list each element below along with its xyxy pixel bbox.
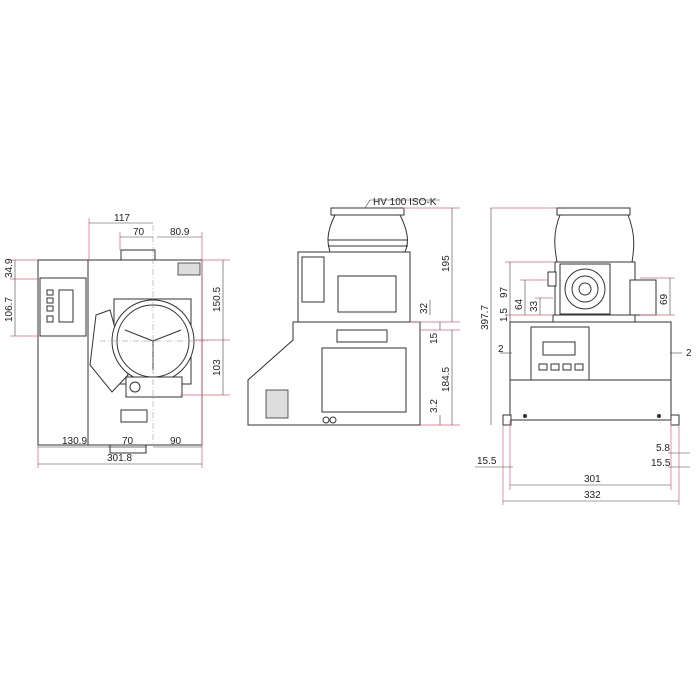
- dim-70-bottom: 70: [122, 436, 134, 447]
- power-switch: [265, 389, 289, 419]
- dim-2-left: 2: [498, 344, 504, 355]
- label-plate: [177, 262, 201, 276]
- dim-34-9: 34.9: [4, 258, 15, 278]
- cooling-fan: [559, 263, 611, 315]
- front-view: 117 70 80.9 34.9 106.7 150.5 103 130.9 7…: [4, 213, 230, 468]
- flange-label: HV 100 ISO-K: [373, 197, 437, 208]
- dim-32: 32: [419, 302, 430, 314]
- dim-332: 332: [584, 490, 601, 501]
- dim-106-7: 106.7: [4, 297, 15, 322]
- dim-80-9: 80.9: [170, 227, 190, 238]
- dim-33: 33: [529, 300, 540, 312]
- side-view: HV 100 ISO-K 195 32 15 184.5 3.2: [247, 197, 460, 426]
- dim-184-5: 184.5: [441, 367, 452, 392]
- dim-195: 195: [441, 255, 452, 272]
- dim-64: 64: [514, 298, 525, 310]
- dim-5-8: 5.8: [656, 443, 670, 454]
- dim-301: 301: [584, 474, 601, 485]
- dim-103: 103: [212, 359, 223, 376]
- rear-view: 397.7 97 64 33 1.5 69 2 2 15.5 5.8 15.5 …: [475, 207, 692, 505]
- dim-2-right: 2: [686, 348, 692, 359]
- dim-150-5: 150.5: [212, 287, 223, 312]
- dim-15-5-right: 15.5: [651, 458, 671, 469]
- dim-69: 69: [659, 293, 670, 305]
- dim-1-5: 1.5: [499, 308, 510, 322]
- dim-90: 90: [170, 436, 182, 447]
- dim-130-9: 130.9: [62, 436, 87, 447]
- dim-397-7: 397.7: [480, 305, 491, 330]
- dim-15: 15: [429, 332, 440, 344]
- dim-301-8: 301.8: [107, 453, 132, 464]
- dim-70-top: 70: [133, 227, 145, 238]
- dim-15-5-left: 15.5: [477, 456, 497, 467]
- dim-97: 97: [499, 286, 510, 298]
- dim-3-2: 3.2: [429, 399, 440, 413]
- connector: [120, 409, 148, 423]
- dim-117: 117: [114, 213, 130, 224]
